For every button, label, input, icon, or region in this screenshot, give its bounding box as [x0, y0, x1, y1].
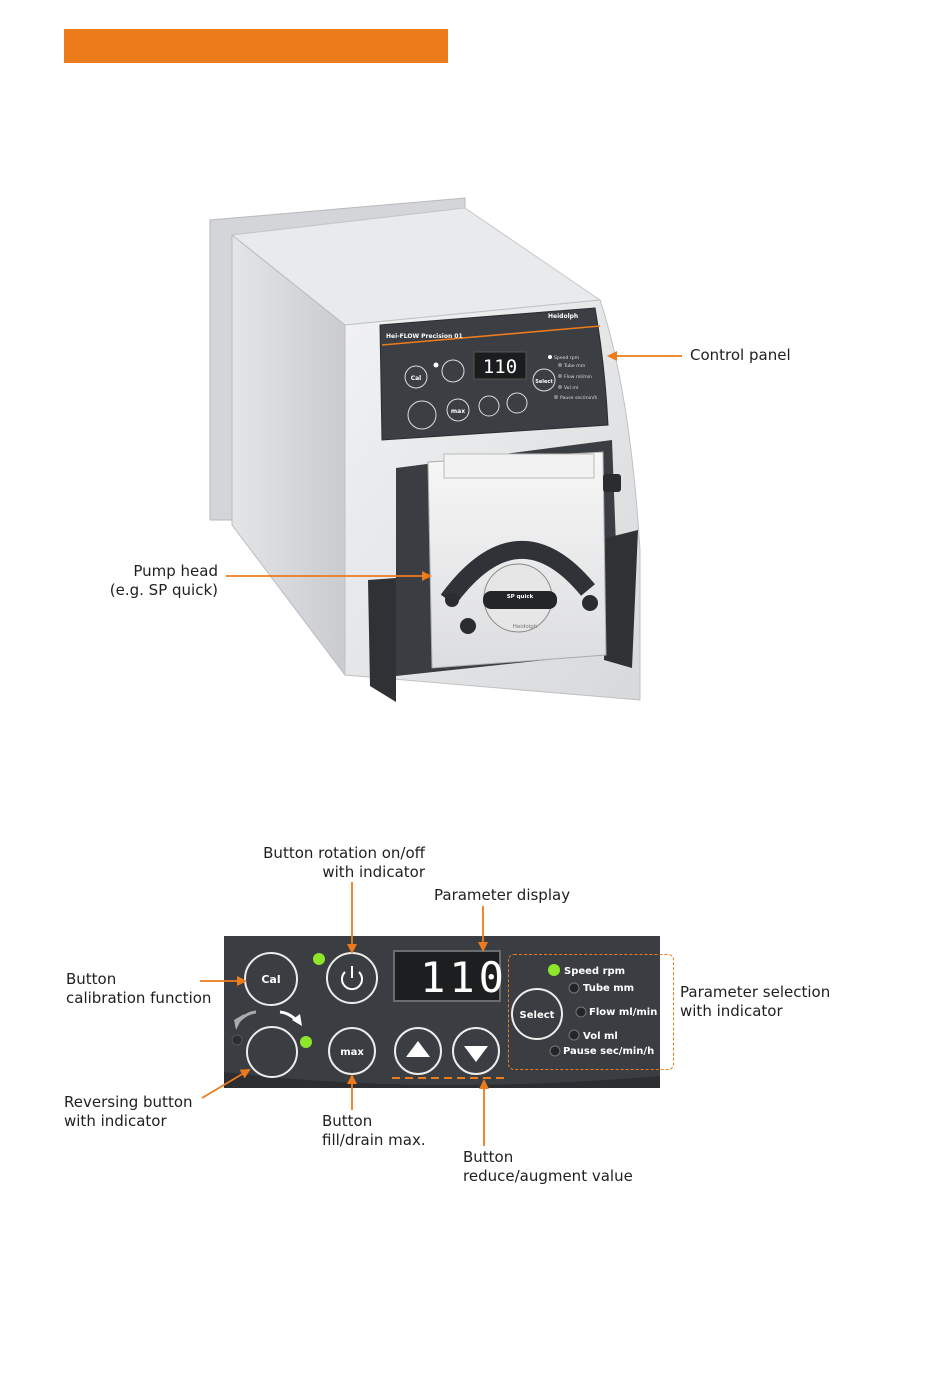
callout-reversing: Reversing button with indicator	[64, 1093, 193, 1130]
rotation-indicator	[313, 953, 325, 965]
mini-max-label: max	[451, 408, 465, 415]
callout-display: Parameter display	[434, 886, 571, 904]
mini-param-0: Speed rpm	[554, 355, 580, 361]
pump-photo: Hei-FLOW Precision 01 Heidolph 110 Cal m…	[209, 197, 641, 702]
callout-calibration: Button calibration function	[66, 970, 212, 1007]
parameter-selection-box	[508, 954, 674, 1070]
max-button-label: max	[340, 1047, 364, 1058]
down-button[interactable]	[452, 1027, 500, 1075]
param-indicator-speed	[548, 964, 560, 976]
reverse-right-indicator	[300, 1036, 312, 1048]
param-flow: Flow ml/min	[589, 1007, 657, 1018]
cal-button[interactable]: Cal	[244, 952, 298, 1006]
reversing-button[interactable]	[246, 1026, 298, 1078]
mini-param-1: Tube mm	[563, 363, 586, 369]
mini-cal-label: Cal	[411, 375, 422, 382]
max-button[interactable]: max	[328, 1027, 376, 1075]
control-panel-detail: Cal 110 max Select	[224, 936, 660, 1088]
mini-display-value: 110	[483, 356, 517, 378]
param-tube: Tube mm	[583, 983, 634, 994]
select-button-label: Select	[520, 1010, 555, 1021]
callout-rotation: Button rotation on/off with indicator	[263, 844, 425, 881]
param-pause: Pause sec/min/h	[563, 1046, 654, 1057]
callout-updown: Button reduce/augment value	[463, 1148, 633, 1185]
arrow-down-icon	[464, 1046, 488, 1062]
parameter-display: 110	[393, 950, 508, 1002]
mini-param-3: Vol ml	[564, 385, 578, 391]
power-icon	[341, 966, 363, 991]
arrow-up-icon	[406, 1041, 430, 1057]
callout-control-panel: Control panel	[690, 346, 791, 364]
param-speed: Speed rpm	[564, 966, 625, 977]
brand-label: Heidolph	[548, 313, 578, 320]
cal-button-label: Cal	[261, 973, 280, 986]
callout-selection: Parameter selection with indicator	[680, 983, 831, 1020]
head-label: SP quick	[507, 594, 534, 600]
head-brand: Heidolph	[513, 624, 538, 630]
param-indicator-flow	[575, 1006, 587, 1018]
mini-param-4: Pause sec/min/h	[560, 395, 597, 401]
header-bar	[64, 29, 448, 63]
mini-param-2: Flow ml/min	[564, 374, 592, 380]
callout-pump-head: Pump head (e.g. SP quick)	[109, 562, 218, 599]
param-indicator-vol	[568, 1029, 580, 1041]
select-button[interactable]: Select	[511, 988, 563, 1040]
param-indicator-pause	[549, 1045, 561, 1057]
display-value: 110	[420, 953, 508, 1002]
param-indicator-tube	[568, 982, 580, 994]
rotation-button[interactable]	[326, 952, 378, 1004]
model-label: Hei-FLOW Precision 01	[386, 333, 463, 340]
param-vol: Vol ml	[583, 1031, 618, 1042]
mini-select-label: Select	[535, 379, 553, 385]
callout-max: Button fill/drain max.	[322, 1112, 426, 1149]
up-button[interactable]	[394, 1027, 442, 1075]
reverse-left-indicator	[231, 1034, 243, 1046]
